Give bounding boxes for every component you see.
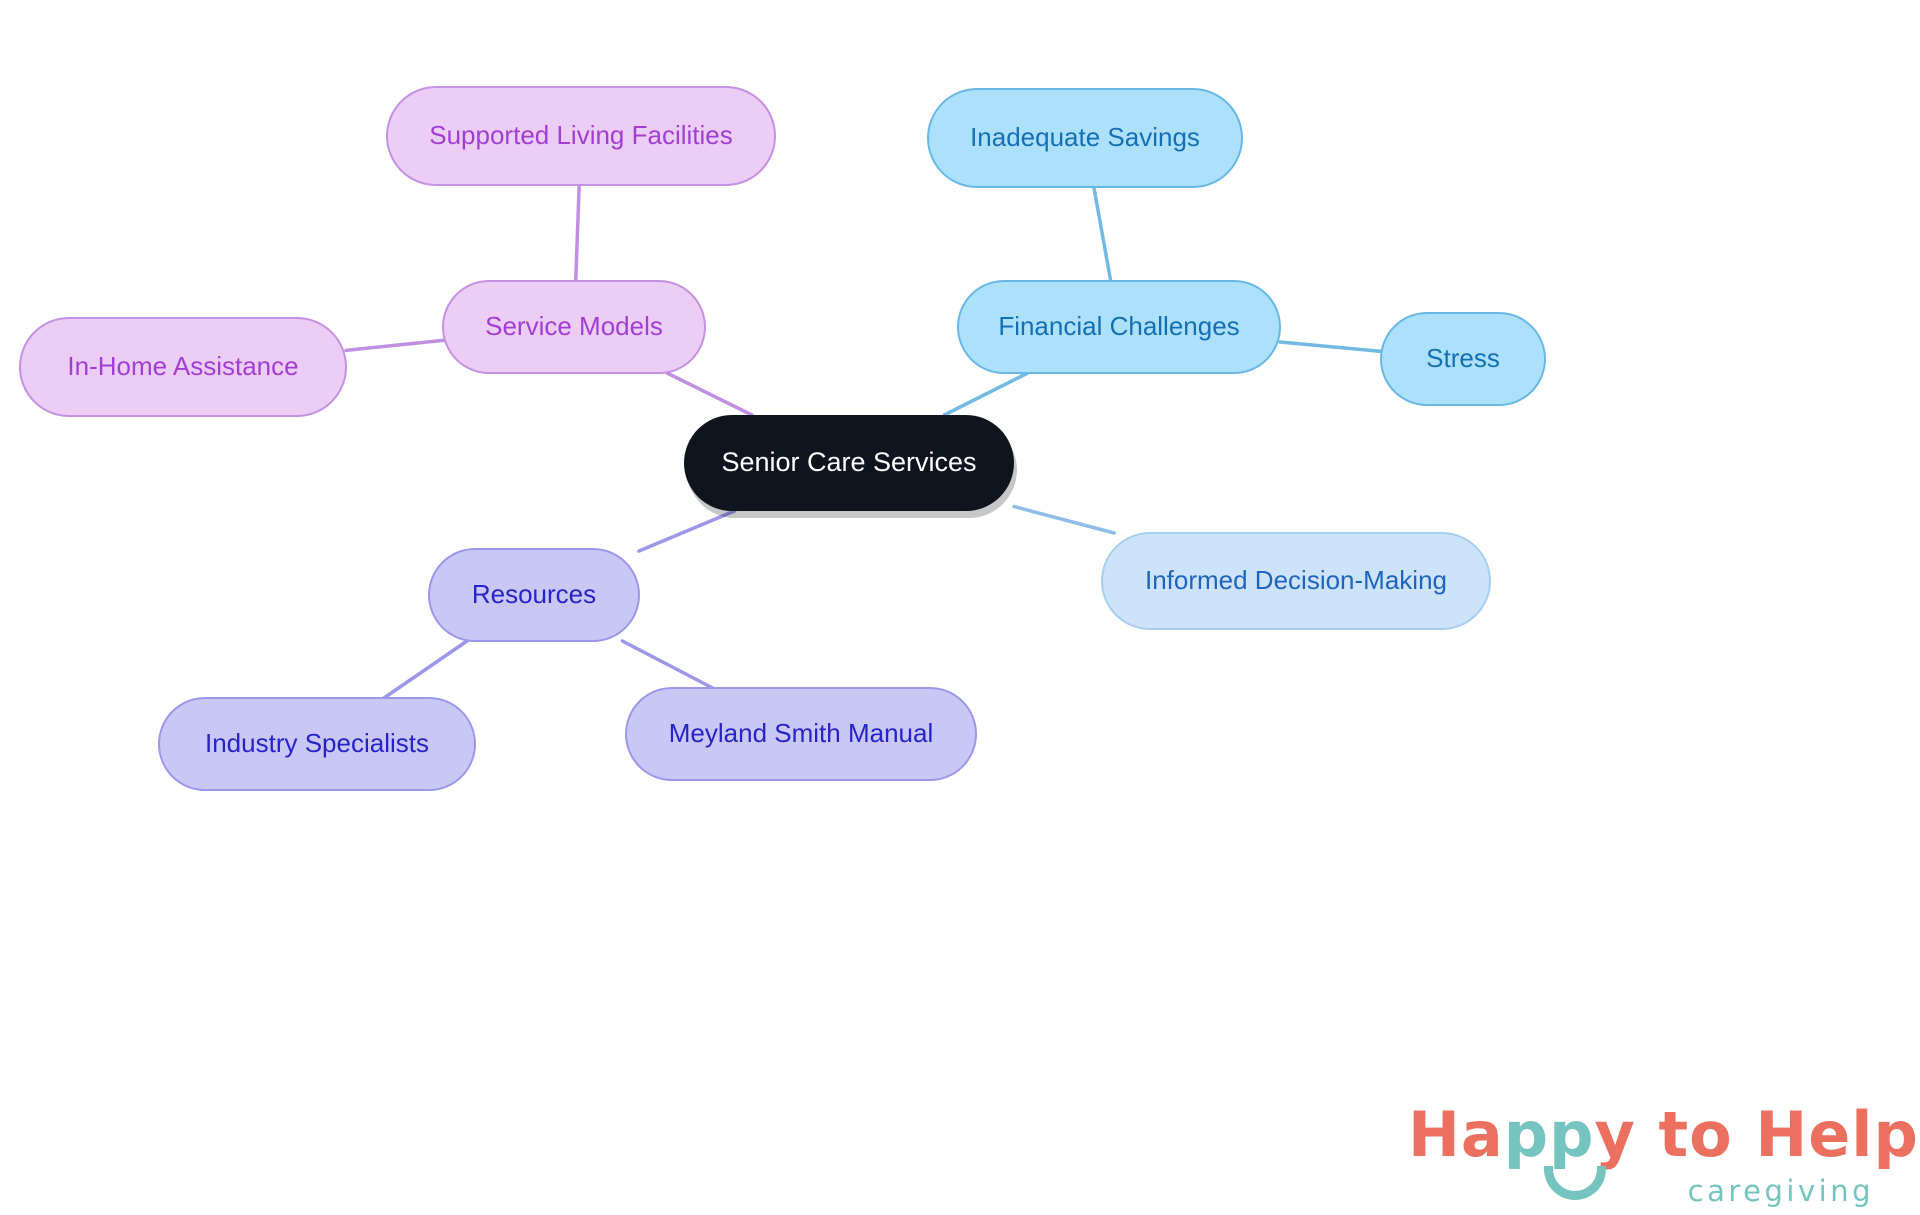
node-background — [19, 317, 347, 417]
node-label: Informed Decision-Making — [1145, 565, 1447, 595]
node-background — [442, 280, 706, 374]
mindmap-edge — [637, 509, 737, 553]
mindmap-edge — [665, 371, 754, 417]
node-label: Senior Care Services — [721, 447, 976, 477]
node-label: Service Models — [485, 311, 663, 341]
mindmap-node-industry-specialists[interactable]: Industry Specialists — [158, 697, 476, 791]
mindmap-node-resources[interactable]: Resources — [428, 548, 640, 642]
node-label: Stress — [1426, 343, 1500, 373]
node-background — [1101, 532, 1491, 630]
mindmap-edge — [942, 371, 1030, 417]
logo-letter-h: H — [1408, 1098, 1461, 1171]
mindmap-edge — [1278, 340, 1383, 354]
node-background — [428, 548, 640, 642]
node-label: Meyland Smith Manual — [669, 718, 933, 748]
node-background — [386, 86, 776, 186]
node-background — [684, 415, 1014, 511]
mindmap-node-stress[interactable]: Stress — [1380, 312, 1546, 406]
node-label: In-Home Assistance — [67, 351, 298, 381]
mindmap-node-meyland-smith-manual[interactable]: Meyland Smith Manual — [625, 687, 977, 781]
node-background — [927, 88, 1243, 188]
node-label: Inadequate Savings — [970, 122, 1200, 152]
mindmap-node-inadequate-savings[interactable]: Inadequate Savings — [927, 88, 1243, 188]
smile-icon — [1544, 1166, 1606, 1200]
node-background — [625, 687, 977, 781]
logo-letter-a: a — [1460, 1098, 1504, 1171]
mindmap-node-root[interactable]: Senior Care Services — [684, 415, 1017, 518]
node-label: Industry Specialists — [205, 728, 429, 758]
mindmap-edge — [344, 338, 445, 353]
mindmap-edge — [573, 183, 581, 283]
mindmap-edge — [1092, 185, 1113, 283]
mindmap-edge — [620, 639, 715, 690]
mindmap-node-service-models[interactable]: Service Models — [442, 280, 706, 374]
node-label: Financial Challenges — [998, 311, 1239, 341]
node-label: Resources — [472, 579, 596, 609]
node-background — [158, 697, 476, 791]
node-label: Supported Living Facilities — [429, 120, 733, 150]
logo-letters-pp: pp — [1503, 1098, 1595, 1171]
mindmap-edge — [1012, 504, 1116, 535]
mindmap-node-informed-decision-making[interactable]: Informed Decision-Making — [1101, 532, 1491, 630]
edges-layer — [344, 183, 1383, 700]
node-background — [957, 280, 1281, 374]
node-background — [1380, 312, 1546, 406]
brand-logo: Happy to Help caregiving — [1408, 1104, 1918, 1209]
logo-wordmark: Happy to Help — [1408, 1104, 1919, 1166]
mindmap-node-supported-living-facilities[interactable]: Supported Living Facilities — [386, 86, 776, 186]
mindmap-edge — [382, 639, 469, 700]
mindmap-node-in-home-assistance[interactable]: In-Home Assistance — [19, 317, 347, 417]
logo-letter-y: y — [1594, 1098, 1636, 1171]
mindmap-node-financial-challenges[interactable]: Financial Challenges — [957, 280, 1281, 374]
logo-tagline: caregiving — [1687, 1174, 1874, 1208]
logo-text-to-help: to Help — [1635, 1098, 1919, 1171]
